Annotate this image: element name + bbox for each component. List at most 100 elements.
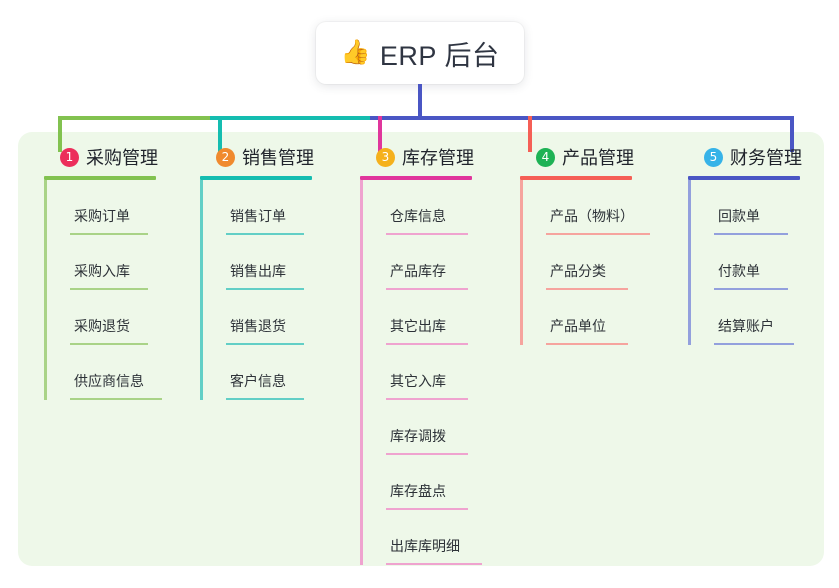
root-node-card[interactable]: 👍 ERP 后台 <box>316 22 524 84</box>
leaf-rule <box>226 398 304 400</box>
branch-header-label: 采购管理 <box>86 148 158 168</box>
branch-header-label: 销售管理 <box>242 148 314 168</box>
branch-leaf-list-5: 回款单付款单结算账户 <box>688 180 802 345</box>
leaf-item[interactable]: 库存调拨 <box>364 400 482 455</box>
leaf-item[interactable]: 产品分类 <box>524 235 650 290</box>
leaf-rule <box>226 233 304 235</box>
branch-drop-4 <box>528 116 532 152</box>
leaf-item[interactable]: 销售订单 <box>204 180 314 235</box>
leaf-label: 其它入库 <box>390 373 446 389</box>
leaf-label: 采购订单 <box>74 208 130 224</box>
leaf-rule <box>226 288 304 290</box>
leaf-item[interactable]: 回款单 <box>692 180 802 235</box>
leaf-item[interactable]: 其它入库 <box>364 345 482 400</box>
leaf-rule <box>386 453 468 455</box>
leaf-label: 产品单位 <box>550 318 606 334</box>
leaf-item[interactable]: 供应商信息 <box>48 345 162 400</box>
leaf-item[interactable]: 采购订单 <box>48 180 162 235</box>
leaf-rule <box>386 508 468 510</box>
leaf-label: 其它出库 <box>390 318 446 334</box>
bus-segment-4 <box>530 116 794 120</box>
leaf-item[interactable]: 产品库存 <box>364 235 482 290</box>
leaf-rule <box>70 233 148 235</box>
branch-trunk-3 <box>360 180 363 565</box>
leaf-item[interactable]: 采购入库 <box>48 235 162 290</box>
leaf-rule <box>546 288 628 290</box>
leaf-item[interactable]: 出库库明细 <box>364 510 482 565</box>
leaf-item[interactable]: 结算账户 <box>692 290 802 345</box>
leaf-label: 付款单 <box>718 263 760 279</box>
leaf-rule <box>386 398 468 400</box>
leaf-item[interactable]: 销售退货 <box>204 290 314 345</box>
leaf-label: 回款单 <box>718 208 760 224</box>
leaf-label: 出库库明细 <box>390 538 460 554</box>
bus-segment-2 <box>210 116 370 120</box>
leaf-label: 采购退货 <box>74 318 130 334</box>
leaf-rule <box>714 288 788 290</box>
branch-header-2[interactable]: 2 销售管理 <box>200 144 314 170</box>
leaf-label: 客户信息 <box>230 373 286 389</box>
leaf-rule <box>70 343 148 345</box>
thumbs-up-icon: 👍 <box>340 39 371 66</box>
branch-leaf-list-2: 销售订单销售出库销售退货客户信息 <box>200 180 314 400</box>
leaf-item[interactable]: 其它出库 <box>364 290 482 345</box>
leaf-rule <box>546 343 628 345</box>
branch-drop-3 <box>378 116 382 152</box>
branch-header-rule-4 <box>520 176 632 180</box>
branch-drop-1 <box>58 116 62 152</box>
leaf-item[interactable]: 采购退货 <box>48 290 162 345</box>
leaf-label: 采购入库 <box>74 263 130 279</box>
branch-leaf-list-1: 采购订单采购入库采购退货供应商信息 <box>44 180 162 400</box>
leaf-label: 产品库存 <box>390 263 446 279</box>
leaf-rule <box>386 288 468 290</box>
leaf-rule <box>386 343 468 345</box>
leaf-rule <box>714 343 794 345</box>
leaf-label: 供应商信息 <box>74 373 144 389</box>
leaf-label: 库存盘点 <box>390 483 446 499</box>
leaf-label: 仓库信息 <box>390 208 446 224</box>
branch-trunk-4 <box>520 180 523 345</box>
leaf-item[interactable]: 产品（物料） <box>524 180 650 235</box>
branch-leaf-list-4: 产品（物料）产品分类产品单位 <box>520 180 650 345</box>
branch-column-2: 2 销售管理销售订单销售出库销售退货客户信息 <box>200 144 314 400</box>
leaf-item[interactable]: 客户信息 <box>204 345 314 400</box>
leaf-label: 销售订单 <box>230 208 286 224</box>
branch-header-rule-1 <box>44 176 156 180</box>
leaf-rule <box>226 343 304 345</box>
branch-drop-5 <box>790 116 794 152</box>
branch-badge-1: 1 <box>60 147 79 167</box>
branch-badge-4: 4 <box>536 147 555 167</box>
leaf-rule <box>386 563 482 565</box>
branch-badge-3: 3 <box>376 147 395 167</box>
root-node-title: 👍 ERP 后台 <box>341 34 500 73</box>
branch-leaf-list-3: 仓库信息产品库存其它出库其它入库库存调拨库存盘点出库库明细 <box>360 180 482 565</box>
leaf-label: 销售退货 <box>230 318 286 334</box>
leaf-label: 结算账户 <box>718 318 774 334</box>
branch-header-1[interactable]: 1 采购管理 <box>44 144 162 170</box>
branch-trunk-2 <box>200 180 203 400</box>
leaf-item[interactable]: 产品单位 <box>524 290 650 345</box>
leaf-item[interactable]: 销售出库 <box>204 235 314 290</box>
leaf-rule <box>546 233 650 235</box>
leaf-item[interactable]: 仓库信息 <box>364 180 482 235</box>
leaf-rule <box>714 233 788 235</box>
bus-segment-1 <box>58 116 210 120</box>
leaf-item[interactable]: 付款单 <box>692 235 802 290</box>
leaf-label: 销售出库 <box>230 263 286 279</box>
branch-column-1: 1 采购管理采购订单采购入库采购退货供应商信息 <box>44 144 162 400</box>
branch-header-rule-5 <box>688 176 800 180</box>
branch-header-rule-2 <box>200 176 312 180</box>
leaf-item[interactable]: 库存盘点 <box>364 455 482 510</box>
leaf-label: 库存调拨 <box>390 428 446 444</box>
branch-header-label: 财务管理 <box>730 148 802 168</box>
branch-badge-2: 2 <box>216 147 235 167</box>
branch-trunk-5 <box>688 180 691 345</box>
branch-drop-2 <box>218 116 222 152</box>
leaf-rule <box>70 288 148 290</box>
root-stem-connector <box>418 84 422 119</box>
